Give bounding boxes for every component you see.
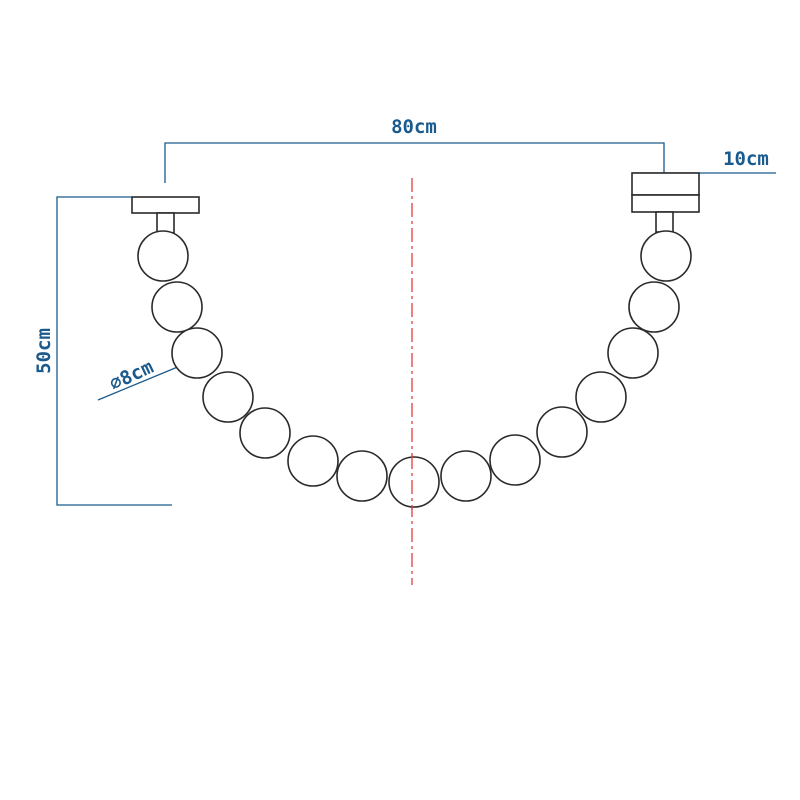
bead-globe [171,327,223,379]
bead-globe [151,281,203,333]
right-mount-canopy [631,172,700,196]
width-dimension: 80cm [164,116,665,183]
bead-globe [628,281,680,333]
right-ceiling-mount [631,172,700,233]
bead-dimension: ⌀8cm [97,356,181,401]
bead-label: ⌀8cm [106,356,157,395]
width-dimension-line [164,142,665,183]
left-mount-plate [131,196,200,214]
bead-globe [239,407,291,459]
bead-chain [137,230,692,508]
bead-dimension-line [97,365,181,401]
left-mount-stem [156,212,175,234]
bead-globe [536,406,588,458]
left-ceiling-mount [131,196,200,234]
right-mount-stem [655,211,674,233]
bead-globe [287,435,339,487]
bead-globe [388,456,440,508]
bead-globe [202,371,254,423]
height-dimension-line [56,196,172,506]
bead-globe [336,450,388,502]
bead-globe [440,450,492,502]
height-dimension: 50cm [33,196,172,506]
right-mount-plate [631,194,700,213]
height-label: 50cm [33,328,55,374]
bead-globe [640,230,692,282]
width-label: 80cm [391,116,437,138]
bead-globe [607,327,659,379]
bead-globe [575,371,627,423]
bead-globe [137,230,189,282]
mount-label: 10cm [723,148,769,170]
bead-globe [489,434,541,486]
